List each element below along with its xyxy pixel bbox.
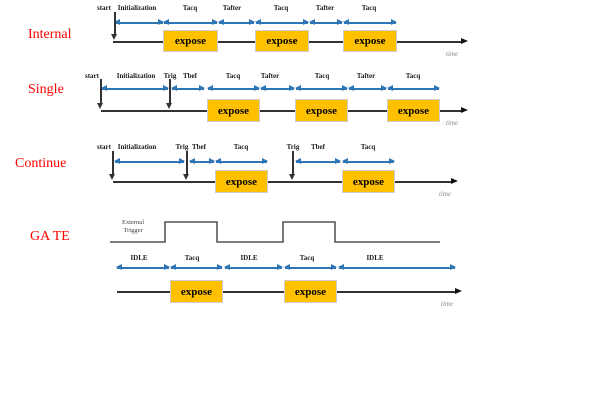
expose-box: expose [207,99,260,122]
mode-label-gate: GA TE [30,229,70,244]
segment-label: IDLE [240,254,258,262]
segment-label: Trig [163,72,177,80]
start-down-arrow [98,79,103,109]
trig-down-arrow [290,151,295,180]
external-trigger-label-line2: Trigger [123,226,143,234]
interval-arrow [224,264,283,270]
interval-arrow [343,19,397,25]
interval-arrow [255,19,309,25]
expose-box: expose [343,30,397,52]
segment-label: Tafter [356,72,376,80]
segment-label: Tbef [183,72,197,80]
mode-label-internal: Internal [28,27,72,42]
segment-label: Initialization [117,143,157,151]
interval-arrow [189,158,215,164]
expose-box: expose [387,99,440,122]
segment-label: Tacq [405,72,421,80]
segment-label: start [85,72,99,80]
interval-arrow [163,19,218,25]
segment-label: Tacq [360,143,376,151]
segment-label: Trig [175,143,189,151]
time-label: time [446,50,459,58]
time-label: time [446,119,459,127]
segment-label: Initialization [117,4,157,12]
interval-arrow [295,85,348,91]
segment-label: Tbef [192,143,206,151]
external-trigger-label-line1: External [121,219,145,226]
segment-label: Tacq [233,143,249,151]
trig-down-arrow [184,151,189,180]
expose-box: expose [295,99,348,122]
interval-arrow [171,85,205,91]
segment-label: Tbef [311,143,325,151]
segment-label: Tacq [314,72,330,80]
interval-arrow [207,85,260,91]
external-trigger-waveform [110,221,440,243]
interval-arrow [387,85,440,91]
segment-label: Initialization [116,72,156,80]
expose-box: expose [163,30,218,52]
interval-arrow [342,158,395,164]
expose-box: expose [170,280,223,303]
mode-label-continue: Continue [15,156,67,171]
segment-label: Tafter [222,4,242,12]
segment-label: Tacq [361,4,377,12]
start-down-arrow [110,151,115,180]
segment-label: Tacq [273,4,289,12]
interval-arrow [170,264,223,270]
segment-label: start [97,4,111,12]
interval-arrow [260,85,295,91]
interval-arrow [295,158,341,164]
mode-label-single: Single [28,82,64,97]
interval-arrow [116,264,170,270]
expose-box: expose [284,280,337,303]
external-trigger-label: External Trigger [122,219,144,234]
start-down-arrow [112,12,117,40]
interval-arrow [101,85,169,91]
segment-label: Tacq [225,72,241,80]
timeline [113,178,458,184]
segment-label: start [97,143,111,151]
interval-arrow [218,19,255,25]
interval-arrow [284,264,337,270]
segment-label: Tacq [182,4,198,12]
interval-arrow [338,264,456,270]
segment-label: IDLE [130,254,148,262]
time-label: time [439,190,452,198]
interval-arrow [215,158,268,164]
segment-label: Trig [286,143,300,151]
time-label: time [441,300,454,308]
trig-down-arrow [167,79,172,109]
expose-box: expose [342,170,395,193]
interval-arrow [309,19,343,25]
segment-label: Tafter [260,72,280,80]
interval-arrow [348,85,387,91]
segment-label: Tafter [315,4,335,12]
interval-arrow [114,19,164,25]
segment-label: Tacq [299,254,315,262]
expose-box: expose [255,30,309,52]
interval-arrow [114,158,185,164]
segment-label: IDLE [366,254,384,262]
expose-box: expose [215,170,268,193]
timeline [101,107,468,113]
segment-label: Tacq [184,254,200,262]
